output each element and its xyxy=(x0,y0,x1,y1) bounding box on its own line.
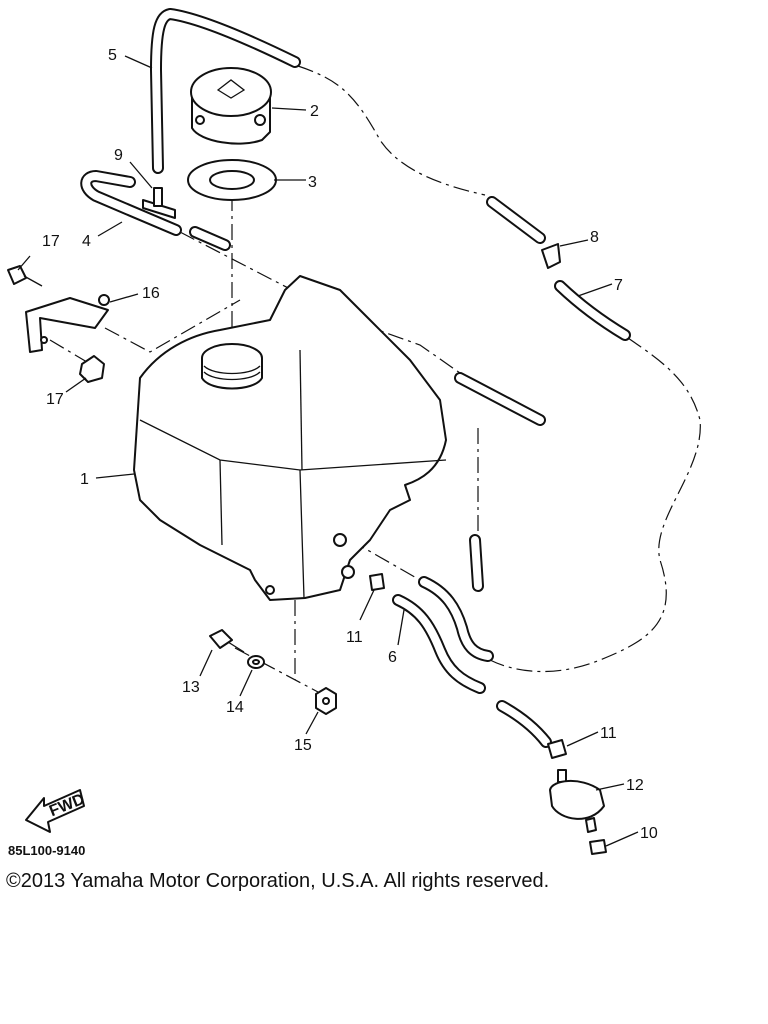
tank-rear-hose xyxy=(454,372,546,592)
part-6-hoses xyxy=(392,576,494,694)
callout-14: 14 xyxy=(226,699,244,716)
part-1-tank xyxy=(133,275,447,601)
forward-direction-arrow: FWD xyxy=(25,789,87,833)
routing-line-13 xyxy=(234,647,319,693)
part-18-bolt xyxy=(7,265,43,287)
callout-7: 7 xyxy=(614,277,623,294)
callout-11-lower: 11 xyxy=(600,725,617,742)
callout-8: 8 xyxy=(590,229,599,246)
callout-17: 17 xyxy=(46,391,64,408)
callout-6: 6 xyxy=(388,649,397,666)
callout-18: 17 xyxy=(42,233,60,250)
callout-9: 9 xyxy=(114,147,123,164)
callout-16: 16 xyxy=(142,285,160,302)
part-11-clamp-lower xyxy=(547,739,567,759)
callout-2: 2 xyxy=(310,103,319,120)
part-5-hose xyxy=(150,8,301,174)
callout-10: 10 xyxy=(640,825,658,842)
routing-line-16 xyxy=(104,299,241,353)
leader-lines xyxy=(17,55,639,847)
routing-line-7-12 xyxy=(489,337,701,673)
callout-15: 15 xyxy=(294,737,312,754)
callout-1: 1 xyxy=(80,471,89,488)
callout-labels: 5 2 3 9 4 8 7 17 16 17 1 11 6 11 12 10 1… xyxy=(42,47,658,842)
part-15-nut xyxy=(315,687,337,715)
part-16-bracket xyxy=(25,294,110,353)
routing-line-4 xyxy=(179,231,471,381)
part-14-washer xyxy=(247,655,265,669)
part-8-fitting xyxy=(486,196,561,269)
callout-13: 13 xyxy=(182,679,200,696)
part-4-hose-loop xyxy=(80,170,231,251)
callout-12: 12 xyxy=(626,777,644,794)
part-9-tee-fitting xyxy=(142,187,176,219)
part-11-clamp-upper xyxy=(369,573,385,591)
part-2-cap xyxy=(190,67,272,145)
part-12-fuel-filter xyxy=(549,769,605,833)
filter-inlet-hose xyxy=(496,700,552,748)
part-10-clamp xyxy=(589,839,607,855)
part-13-bolt xyxy=(209,629,245,653)
part-3-gasket xyxy=(187,159,277,201)
callout-11-upper: 11 xyxy=(346,629,363,646)
diagram-code: 85L100-9140 xyxy=(8,843,86,858)
callout-3: 3 xyxy=(308,174,317,191)
exploded-parts-diagram: 5 2 3 9 4 8 7 17 16 17 1 11 6 11 12 10 1… xyxy=(7,8,701,855)
callout-4: 4 xyxy=(82,233,91,250)
part-17-nut xyxy=(79,355,105,383)
part-7-hose xyxy=(554,280,631,341)
routing-line-5-8 xyxy=(297,65,486,196)
copyright-notice: ©2013 Yamaha Motor Corporation, U.S.A. A… xyxy=(6,870,550,892)
callout-5: 5 xyxy=(108,47,117,64)
